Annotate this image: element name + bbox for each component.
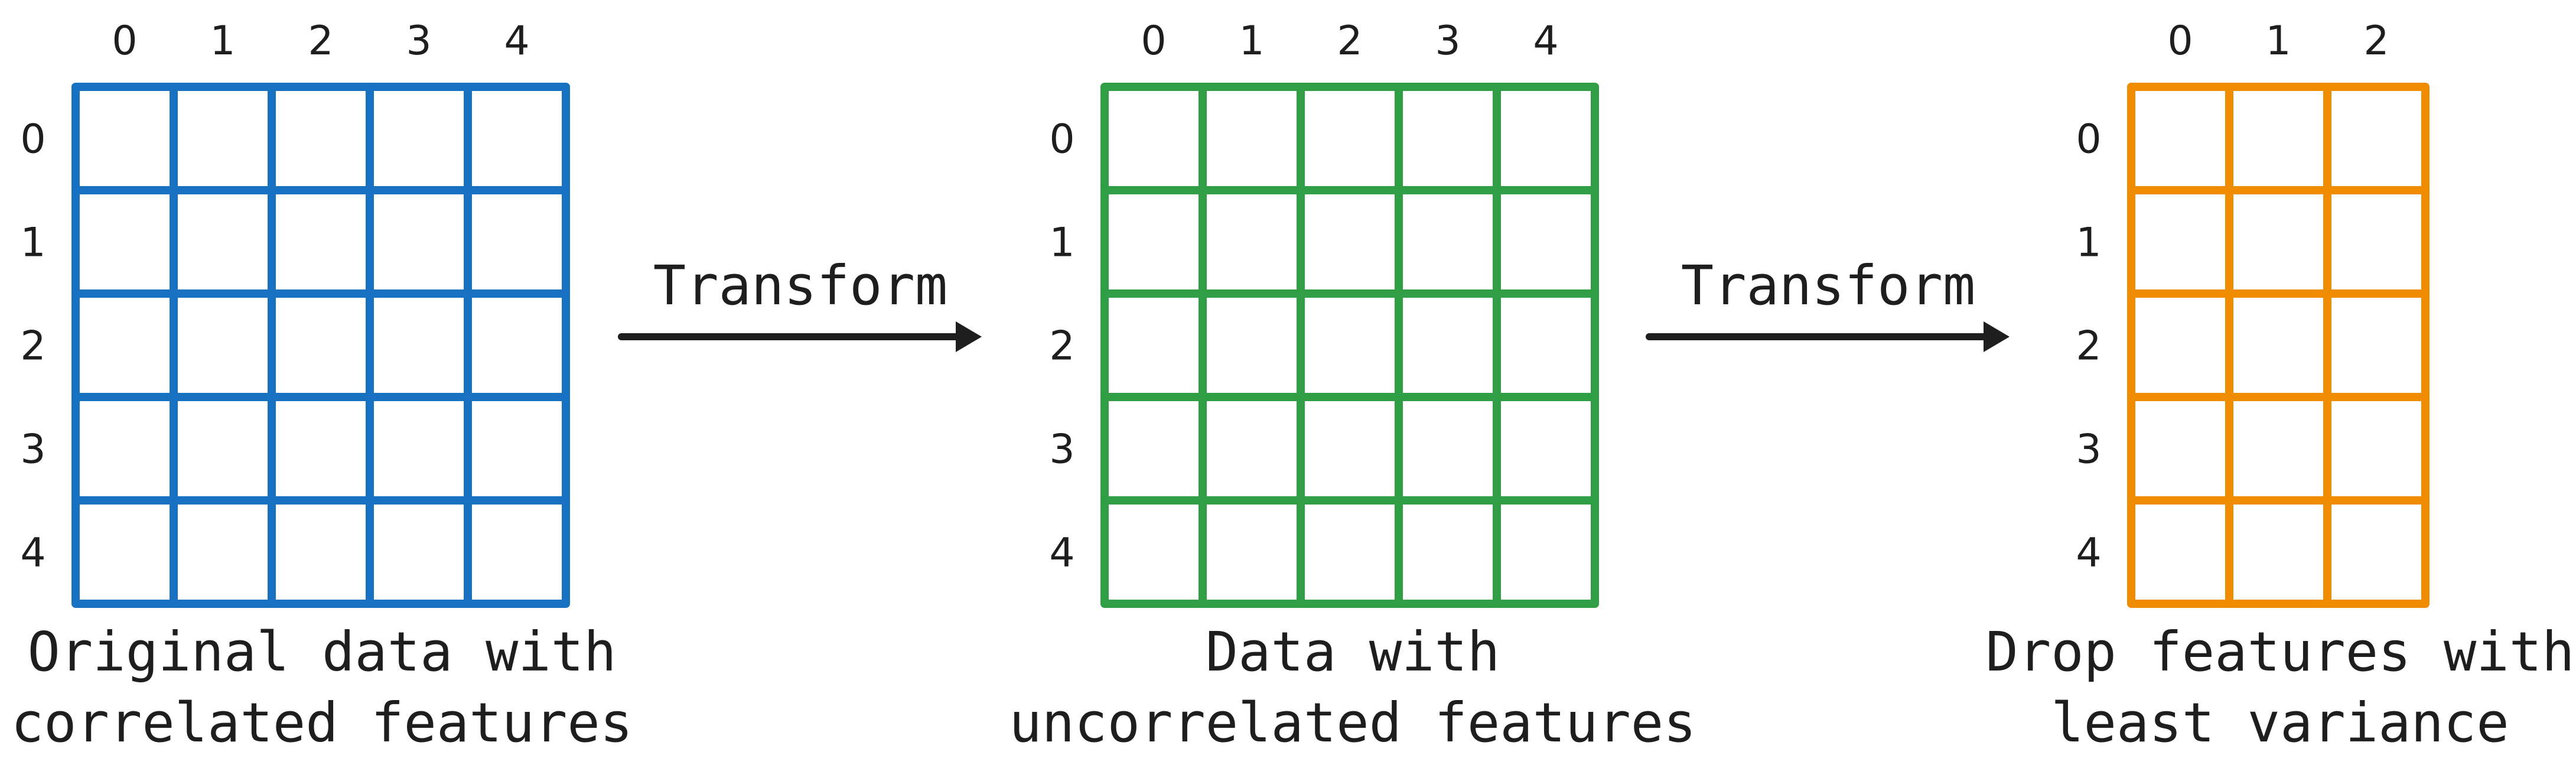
row-index-label: 3 [1049, 427, 1074, 473]
caption-original-line-1: Original data with [28, 620, 617, 684]
row-index-label: 0 [20, 116, 45, 163]
column-index-label: 4 [1533, 18, 1558, 64]
caption-original-line-2: correlated features [11, 691, 633, 754]
column-index-label: 1 [2265, 18, 2291, 64]
matrix-reduced: 0 1 2 0 1 2 3 4 [2076, 18, 2430, 608]
row-index-label: 4 [1049, 530, 1074, 577]
row-index-label: 0 [1049, 116, 1074, 163]
column-index-label: 1 [210, 18, 235, 64]
transform-arrow-2: Transform [1646, 254, 2010, 352]
arrow-2-head [1984, 321, 2010, 352]
column-index-label: 2 [2363, 18, 2389, 64]
row-index-label: 3 [2076, 427, 2101, 473]
row-index-label: 1 [2076, 220, 2101, 266]
arrow-1-label: Transform [653, 254, 948, 317]
transform-arrow-1: Transform [618, 254, 982, 352]
row-index-label: 2 [20, 323, 45, 370]
grid-border [2127, 83, 2430, 608]
arrow-1-head [956, 321, 982, 352]
caption-transformed-line-1: Data with [1206, 620, 1500, 684]
row-index-label: 0 [2076, 116, 2101, 163]
row-index-label: 1 [20, 220, 45, 266]
matrix-original: 0 1 2 3 4 0 1 2 3 4 [20, 18, 570, 608]
column-index-label: 2 [308, 18, 333, 64]
caption-reduced-line-2: least variance [2051, 691, 2509, 754]
grid-border [71, 83, 570, 608]
row-index-label: 4 [20, 530, 45, 577]
row-index-label: 4 [2076, 530, 2101, 577]
column-index-label: 4 [504, 18, 529, 64]
column-index-label: 3 [1435, 18, 1460, 64]
caption-reduced-line-1: Drop features with [1986, 620, 2575, 684]
row-index-label: 2 [1049, 323, 1074, 370]
row-index-label: 2 [2076, 323, 2101, 370]
row-index-label: 3 [20, 427, 45, 473]
matrix-transformed: 0 1 2 3 4 0 1 2 3 4 [1049, 18, 1599, 608]
row-index-label: 1 [1049, 220, 1074, 266]
column-index-label: 0 [1141, 18, 1166, 64]
grid-border [1100, 83, 1599, 608]
column-index-label: 2 [1337, 18, 1362, 64]
column-index-label: 3 [406, 18, 431, 64]
caption-transformed-line-2: uncorrelated features [1009, 691, 1696, 754]
arrow-2-label: Transform [1681, 254, 1976, 317]
column-index-label: 1 [1239, 18, 1264, 64]
column-index-label: 0 [112, 18, 137, 64]
column-index-label: 0 [2167, 18, 2193, 64]
